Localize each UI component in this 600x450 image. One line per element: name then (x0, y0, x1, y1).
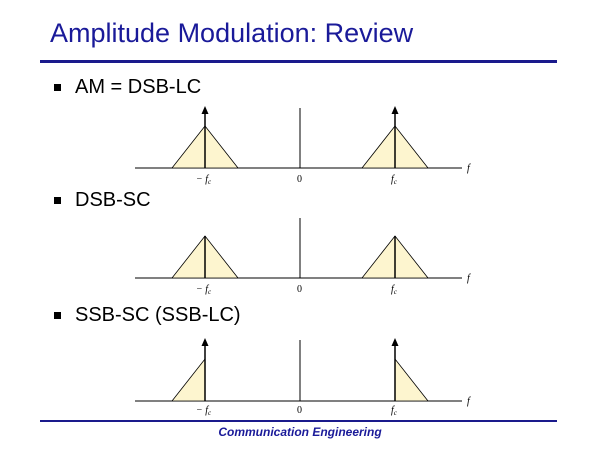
footer-rule (40, 420, 557, 422)
bullet-label: DSB-SC (75, 189, 151, 211)
axis-label-f: f (467, 396, 471, 407)
pos-carrier-arrow (391, 106, 399, 168)
tick-neg-fc: − fc (196, 284, 212, 296)
bullet-dsb-sc: DSB-SC (54, 189, 151, 212)
tick-pos-fc: fc (391, 174, 398, 186)
neg-carrier-arrow (201, 106, 209, 168)
spectrum-am-dsb-lc: − fc 0 fc f (135, 106, 471, 186)
neg-carrier-arrow (201, 338, 209, 401)
spectrum-dsb-sc: − fc 0 fc f (135, 218, 471, 296)
slide-title: Amplitude Modulation: Review (50, 18, 414, 48)
pos-carrier-arrow (391, 338, 399, 401)
tick-neg-fc: − fc (196, 174, 212, 186)
axis-label-f: f (467, 273, 471, 284)
title-underline (40, 60, 557, 63)
tick-zero: 0 (297, 405, 302, 416)
tick-pos-fc: fc (391, 284, 398, 296)
tick-zero: 0 (297, 284, 302, 295)
bullet-am-dsb-lc: AM = DSB-LC (54, 76, 201, 99)
bullet-ssb-sc: SSB-SC (SSB-LC) (54, 304, 241, 327)
tick-zero: 0 (297, 174, 302, 185)
bullet-label: AM = DSB-LC (75, 76, 202, 98)
bullet-square-icon (54, 312, 61, 319)
upper-spectrum (394, 357, 429, 402)
axis-label-f: f (467, 163, 471, 174)
bullet-square-icon (54, 84, 61, 91)
footer-text: Communication Engineering (218, 425, 382, 439)
bullet-square-icon (54, 197, 61, 204)
lower-spectrum (171, 357, 206, 402)
spectrum-ssb-sc: − fc 0 fc f (135, 338, 471, 417)
tick-neg-fc: − fc (196, 405, 212, 417)
bullet-label: SSB-SC (SSB-LC) (75, 304, 241, 326)
tick-pos-fc: fc (391, 405, 398, 417)
